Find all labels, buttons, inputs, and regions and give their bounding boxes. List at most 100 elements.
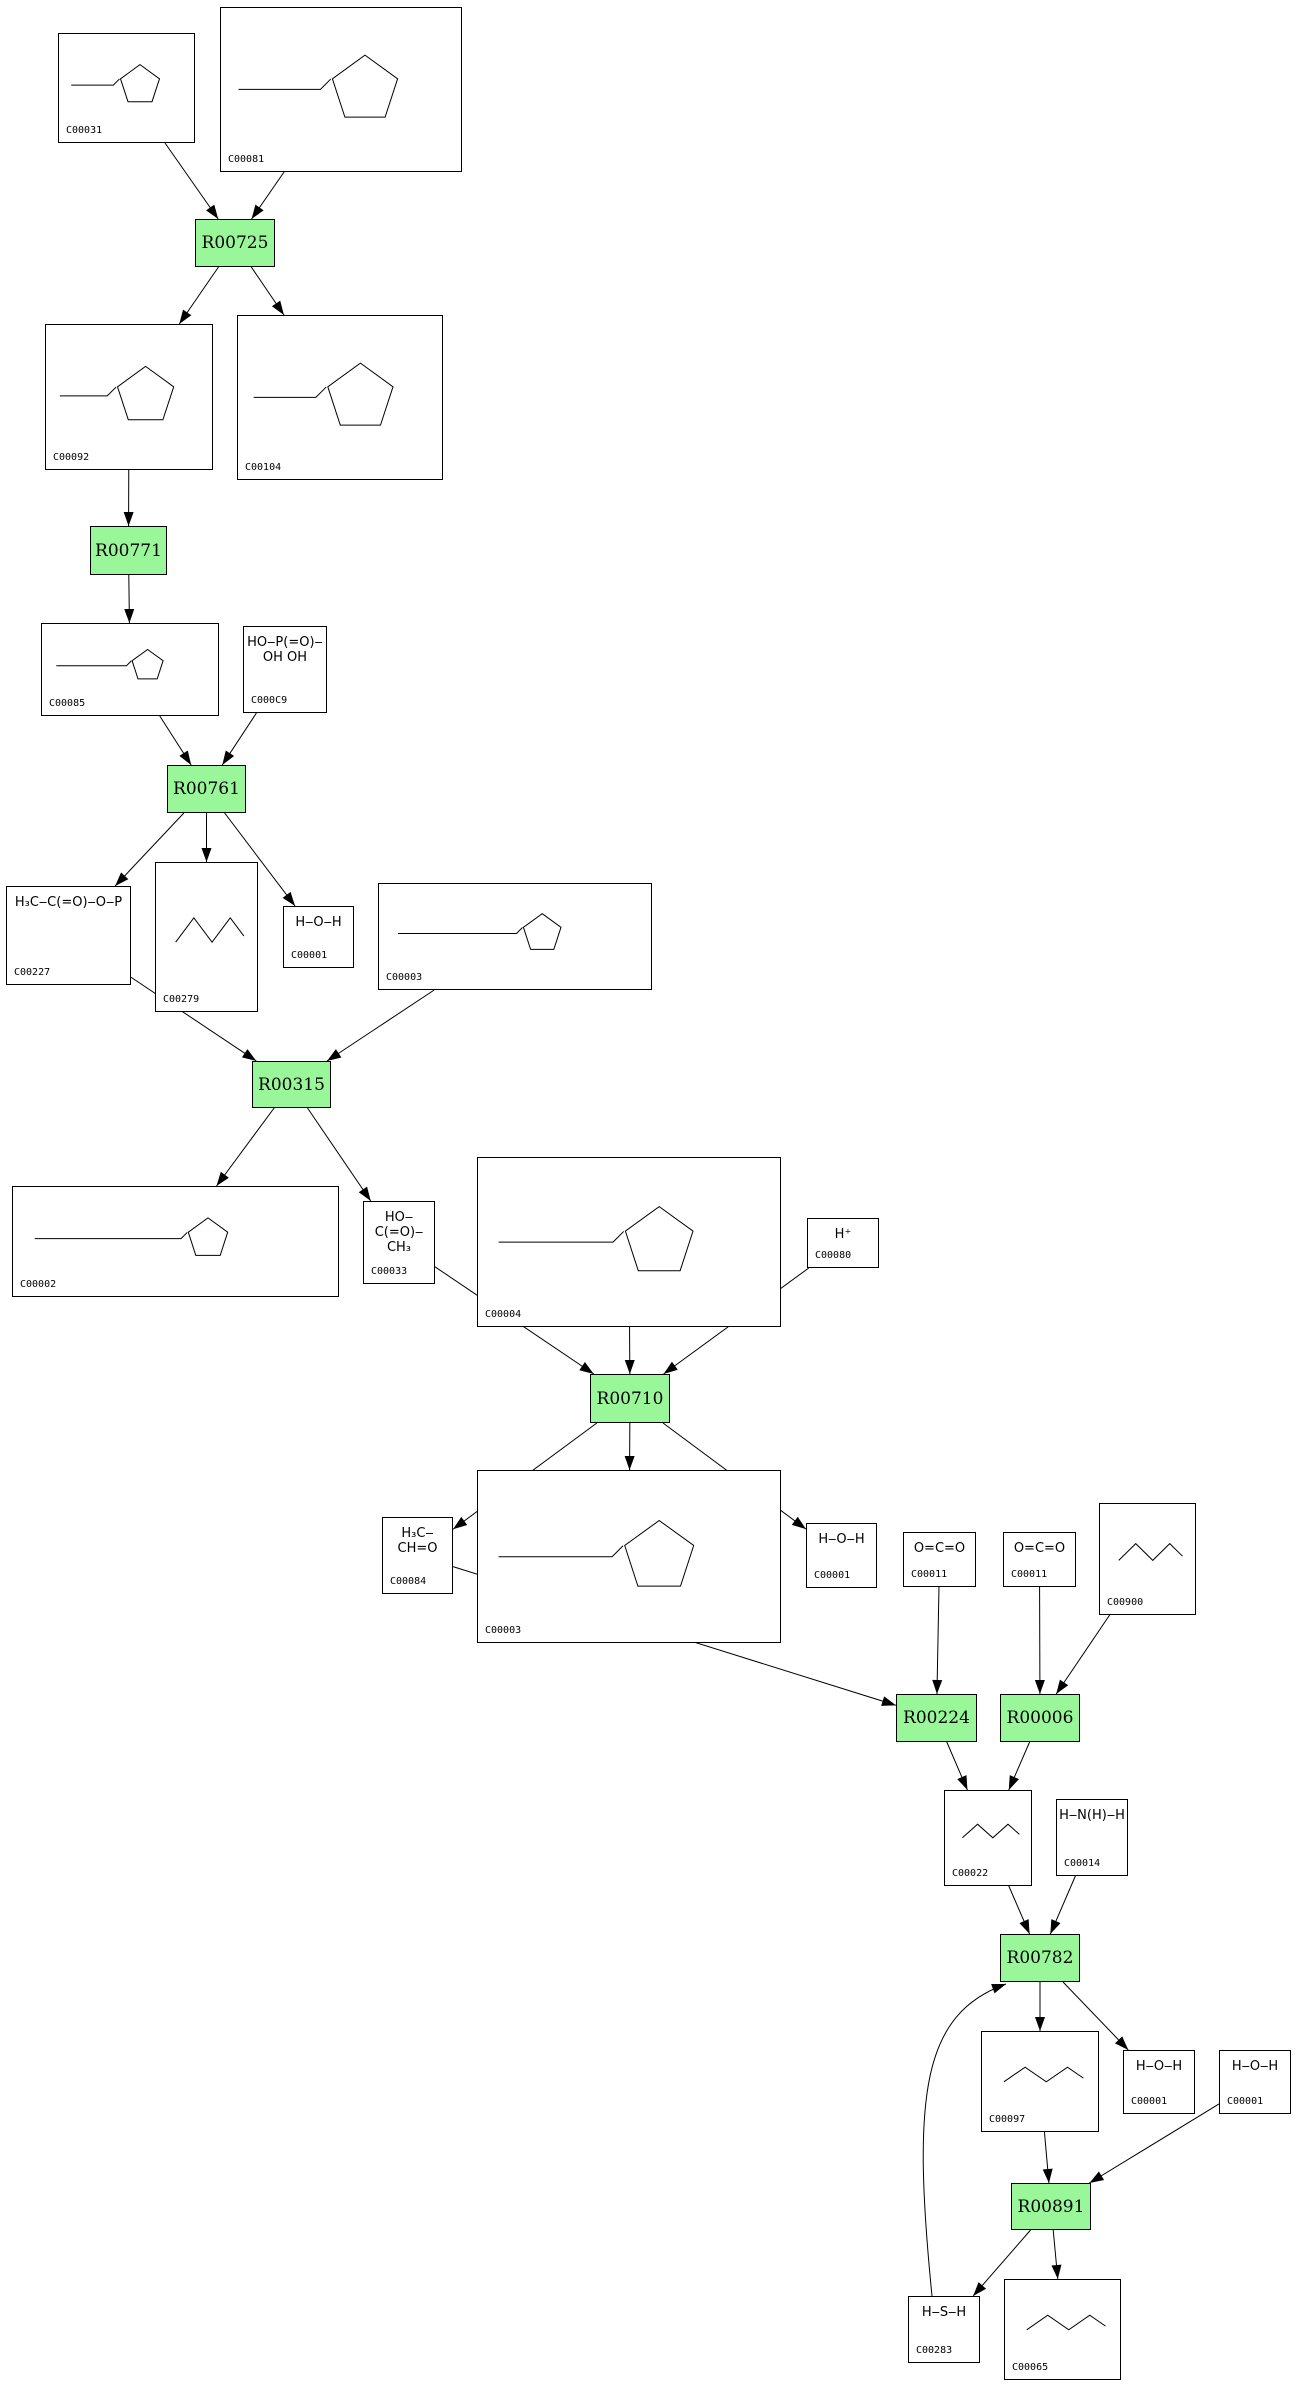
reaction-node[interactable]: R00710: [590, 1374, 670, 1423]
structure-atoms: H‒O‒H: [1231, 2059, 1279, 2074]
structure-drawing-icon: [498, 1205, 694, 1272]
compound-node[interactable]: C00085: [41, 623, 219, 716]
reaction-node[interactable]: R00761: [167, 765, 246, 813]
arrowhead-icon: [991, 1984, 1006, 1994]
reaction-node[interactable]: R00771: [90, 526, 167, 575]
structure-atoms: HO‒C(=O)‒CH₃: [374, 1210, 424, 1255]
compound-node[interactable]: C00031: [58, 33, 195, 143]
structure-atoms: O=C=O: [1013, 1541, 1066, 1556]
structure-atoms: H‒N(H)‒H: [1059, 1808, 1125, 1823]
arrowhead-icon: [222, 750, 235, 765]
reaction-label: R00771: [95, 540, 162, 561]
structure-atoms: H₃C‒CH=O: [397, 1526, 438, 1556]
arrowhead-icon: [1114, 2036, 1129, 2050]
compound-id-label: C00031: [66, 125, 103, 136]
compound-node[interactable]: HO‒P(=O)‒OH OH C000C9: [243, 626, 327, 713]
reaction-label: R00761: [173, 779, 240, 799]
arrowhead-icon: [241, 1049, 257, 1061]
arrowhead-icon: [453, 1516, 468, 1530]
arrowhead-icon: [216, 1171, 229, 1186]
compound-id-label: C00900: [1107, 1597, 1144, 1608]
structure-atoms: H‒O‒H: [295, 915, 342, 930]
compound-node[interactable]: H⁺C00080: [807, 1218, 879, 1268]
structure-drawing-icon: [34, 1217, 229, 1256]
compound-id-label: C00001: [1131, 2096, 1168, 2107]
arrowhead-icon: [358, 1186, 371, 1201]
edge: [936, 1586, 940, 1695]
reaction-node[interactable]: R00006: [1000, 1694, 1080, 1742]
structure-drawing-icon: [498, 1519, 695, 1587]
arrowhead-icon: [881, 1696, 896, 1706]
compound-node[interactable]: C00003: [477, 1470, 781, 1643]
compound-node[interactable]: C00065: [1004, 2279, 1121, 2380]
compound-node[interactable]: C00004: [477, 1157, 781, 1327]
compound-node[interactable]: C00279: [155, 862, 258, 1012]
compound-id-label: C00004: [485, 1309, 522, 1320]
compound-id-label: C00227: [14, 967, 51, 978]
compound-node[interactable]: C00900: [1099, 1503, 1196, 1615]
arrowhead-icon: [932, 1679, 943, 1694]
structure-drawing-icon: [1118, 1542, 1183, 1562]
compound-node[interactable]: C00022: [944, 1790, 1032, 1886]
structure-atoms: HO‒P(=O)‒OH OH: [247, 635, 323, 665]
arrowhead-icon: [1035, 2017, 1045, 2031]
edge: [922, 1983, 1007, 2297]
arrowhead-icon: [1051, 2264, 1062, 2279]
arrowhead-icon: [1008, 1775, 1019, 1790]
arrowhead-icon: [1056, 1679, 1069, 1694]
reaction-node[interactable]: R00725: [195, 219, 275, 267]
compound-id-label: C00084: [390, 1576, 427, 1587]
reaction-node[interactable]: R00782: [1000, 1934, 1080, 1982]
compound-node[interactable]: H₃C‒CH=O C00084: [382, 1517, 453, 1594]
structure-drawing-icon: [175, 916, 245, 944]
compound-node[interactable]: C00003: [378, 883, 652, 990]
arrowhead-icon: [123, 511, 134, 526]
compound-node[interactable]: C00104: [237, 315, 443, 480]
reaction-node[interactable]: R00891: [1011, 2183, 1091, 2230]
compound-id-label: C000C9: [251, 695, 288, 706]
structure-drawing-icon: [962, 1823, 1020, 1839]
arrowhead-icon: [973, 2282, 987, 2296]
compound-id-label: C00014: [1064, 1858, 1101, 1869]
compound-node[interactable]: C00092: [45, 324, 213, 470]
compound-node[interactable]: C00002: [12, 1186, 339, 1297]
arrowhead-icon: [624, 1359, 635, 1374]
compound-node[interactable]: O=C=O C00011: [903, 1532, 976, 1587]
structure-drawing-icon: [398, 913, 562, 950]
reaction-node[interactable]: R00224: [896, 1694, 977, 1742]
edge: [1089, 2103, 1220, 2184]
compound-id-label: C00003: [485, 1625, 522, 1636]
compound-id-label: C00001: [1227, 2096, 1264, 2107]
reaction-label: R00006: [1006, 1708, 1074, 1728]
compound-node[interactable]: H‒N(H)‒H C00014: [1056, 1799, 1128, 1876]
structure-atoms: O=C=O: [913, 1541, 966, 1556]
compound-node[interactable]: C00081: [220, 7, 462, 172]
arrowhead-icon: [326, 1049, 342, 1061]
reaction-node[interactable]: R00315: [252, 1061, 331, 1108]
reaction-label: R00224: [903, 1708, 970, 1728]
compound-id-label: C00085: [49, 698, 86, 709]
arrowhead-icon: [251, 204, 264, 219]
compound-node[interactable]: C00097: [981, 2031, 1099, 2132]
compound-node[interactable]: H‒O‒H C00001: [1219, 2050, 1291, 2114]
compound-id-label: C00081: [228, 154, 265, 165]
arrowhead-icon: [1089, 2171, 1105, 2183]
compound-id-label: C00092: [53, 452, 90, 463]
compound-id-label: C00011: [911, 1569, 948, 1580]
compound-node[interactable]: H‒O‒H C00001: [283, 906, 354, 968]
compound-id-label: C00001: [291, 950, 328, 961]
compound-id-label: C00283: [916, 2345, 953, 2356]
compound-id-label: C00279: [163, 994, 200, 1005]
compound-id-label: C00001: [814, 1570, 851, 1581]
structure-drawing-icon: [71, 63, 161, 103]
compound-id-label: C00003: [386, 972, 423, 983]
structure-drawing-icon: [56, 648, 164, 680]
